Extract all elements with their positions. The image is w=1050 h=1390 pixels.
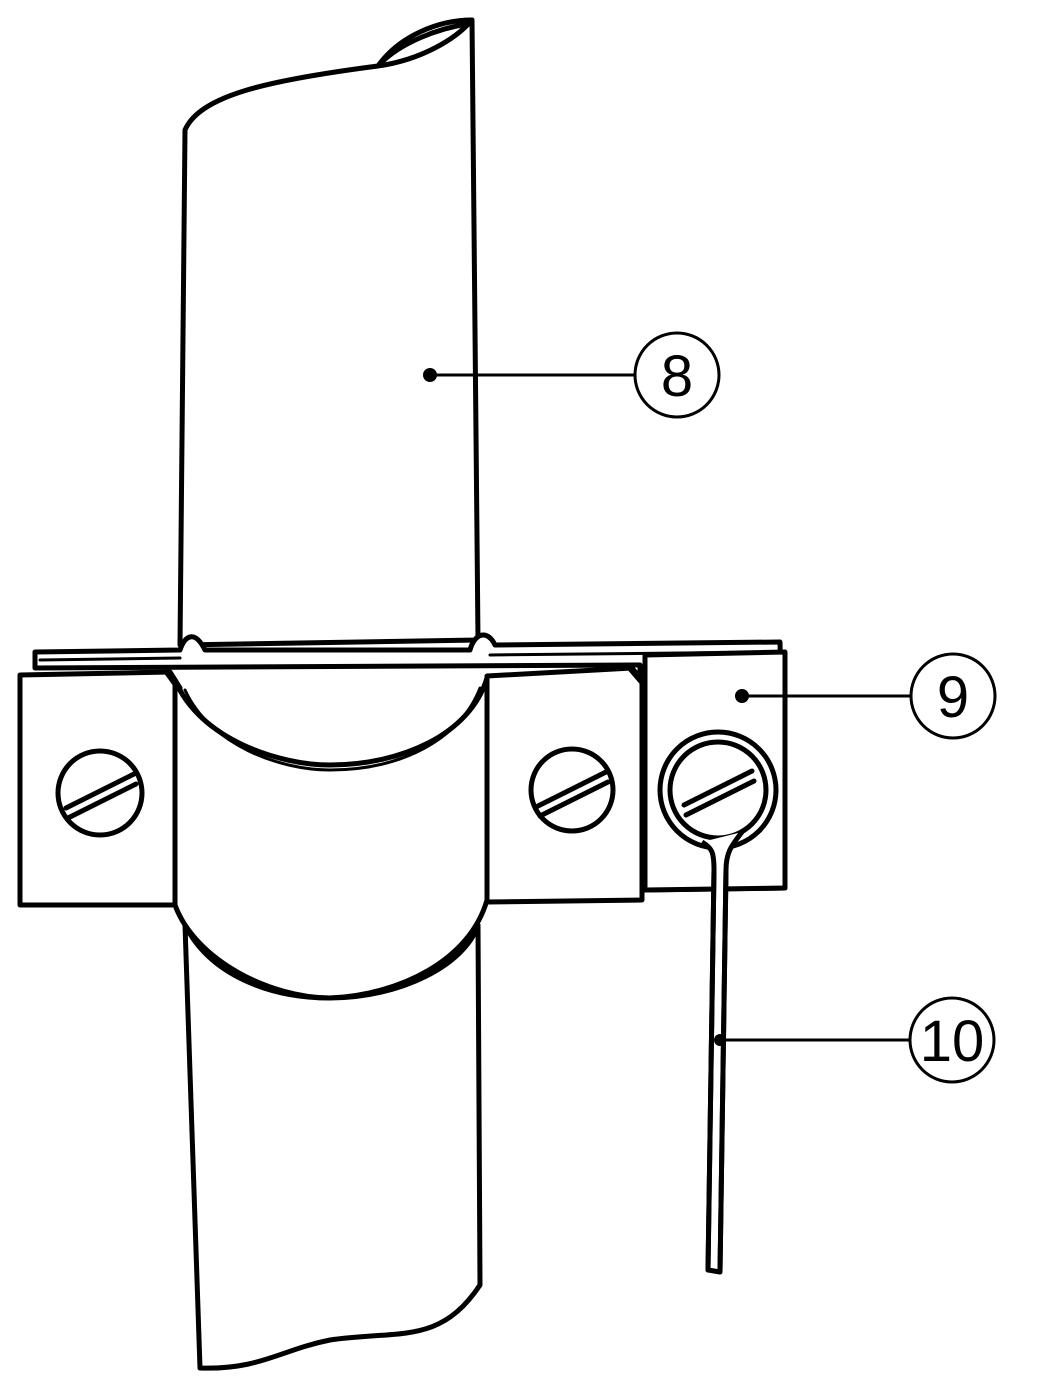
callout-label: 9: [937, 665, 969, 730]
pipe-upper: [177, 17, 481, 648]
clamp-strap: [172, 675, 490, 1001]
callout-pipe: 8: [423, 331, 721, 419]
callout-wire: 10: [714, 996, 996, 1084]
callout-circle: [909, 652, 997, 740]
clamp-ear-left: [17, 669, 183, 908]
callout-label: 8: [661, 344, 693, 409]
callout-label: 10: [920, 1009, 985, 1074]
clamp-ear-middle: [484, 665, 645, 905]
pipe-lower: [182, 922, 483, 1371]
callout-clamp: 9: [735, 652, 997, 740]
callout-circle: [633, 331, 721, 419]
ground-wire: [657, 729, 779, 1275]
callout-circle: [908, 996, 996, 1084]
